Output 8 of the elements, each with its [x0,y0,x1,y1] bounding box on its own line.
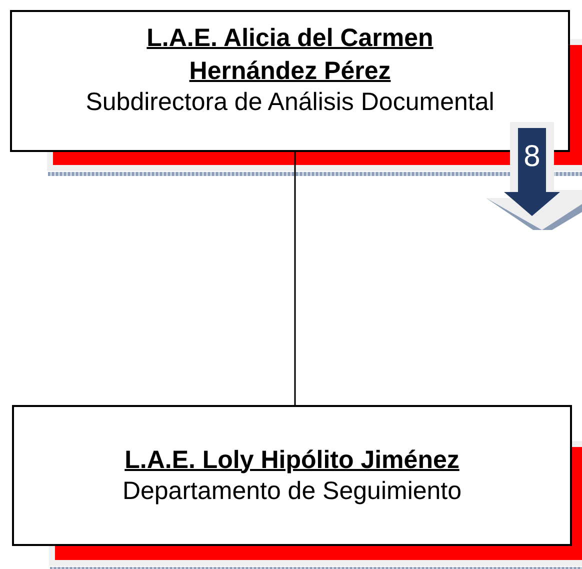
page-number: 8 [522,142,542,172]
down-arrow-badge [484,122,582,230]
job-title: Subdirectora de Análisis Documental [86,87,494,118]
person-name: L.A.E. Alicia del Carmen Hernández Pérez [146,23,434,86]
connector-line [294,152,296,405]
job-title: Departamento de Seguimiento [122,476,462,508]
org-box [12,405,572,546]
person-name: L.A.E. Loly Hipólito Jiménez [124,444,460,476]
